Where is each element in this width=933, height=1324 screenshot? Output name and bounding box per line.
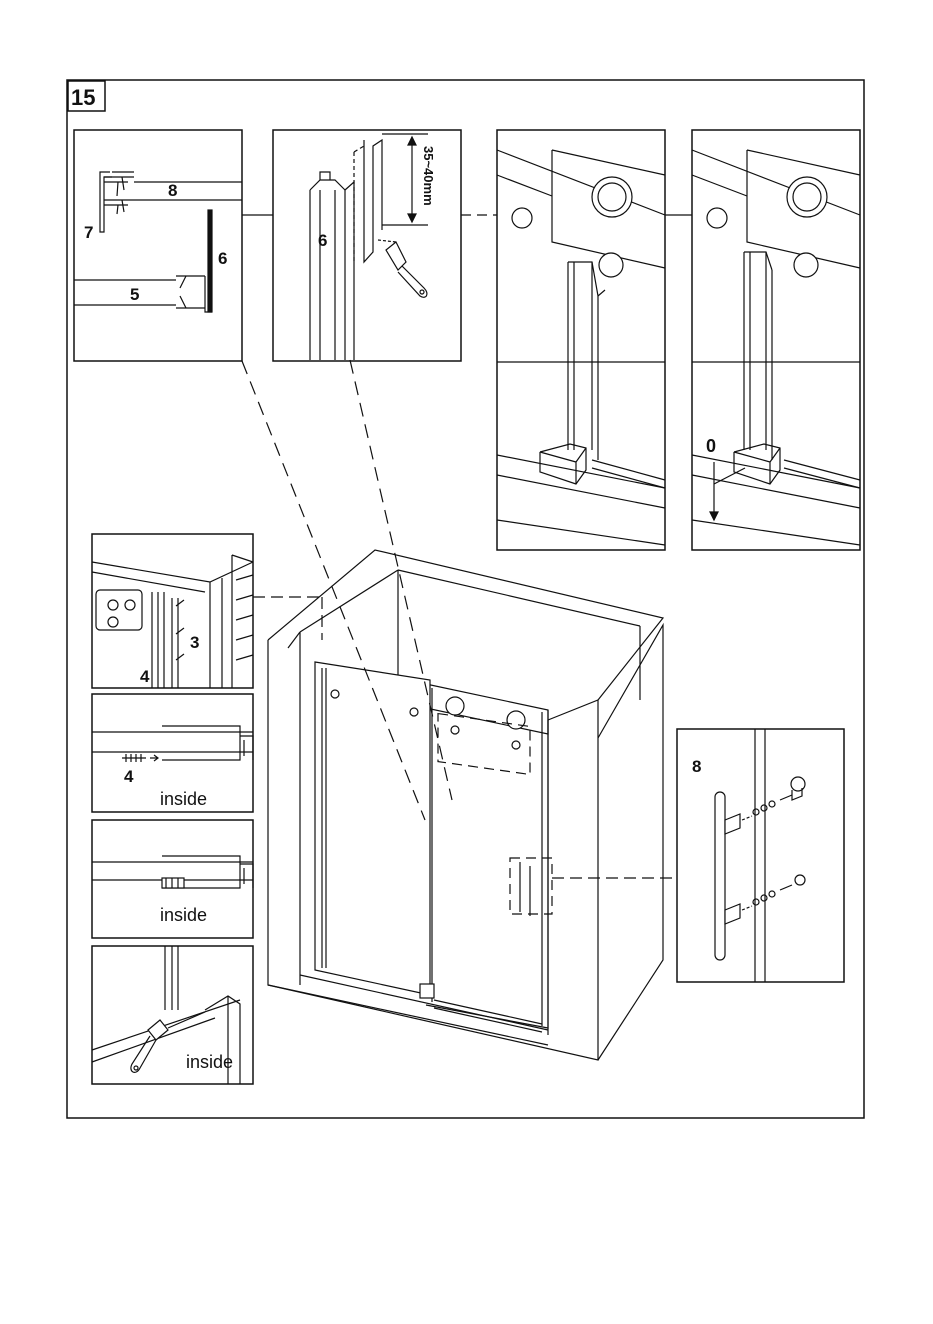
- step-number: 15: [71, 85, 95, 110]
- diagram-frame: [67, 80, 864, 1118]
- detail-seal-placement-b: [692, 130, 860, 550]
- detail-handle-mount: [677, 729, 844, 982]
- detail-seal-placement-a: [497, 130, 665, 550]
- label-part-6-seal: 6: [318, 231, 327, 250]
- label-part-6: 6: [218, 249, 227, 268]
- label-part-0: 0: [706, 436, 716, 456]
- label-part-5: 5: [130, 285, 139, 304]
- detail-profile-section: [74, 130, 242, 361]
- label-dimension: 35~40mm: [421, 146, 436, 206]
- label-part-7: 7: [84, 223, 93, 242]
- label-part-4: 4: [140, 667, 150, 686]
- shower-enclosure: [268, 550, 663, 1060]
- detail-wall-profile: [92, 534, 253, 688]
- label-inside-b: inside: [160, 789, 207, 809]
- label-inside-d: inside: [186, 1052, 233, 1072]
- label-part-3: 3: [190, 633, 199, 652]
- label-part-4-screw: 4: [124, 767, 134, 786]
- label-part-8: 8: [168, 181, 177, 200]
- label-part-8-handle: 8: [692, 757, 701, 776]
- label-inside-c: inside: [160, 905, 207, 925]
